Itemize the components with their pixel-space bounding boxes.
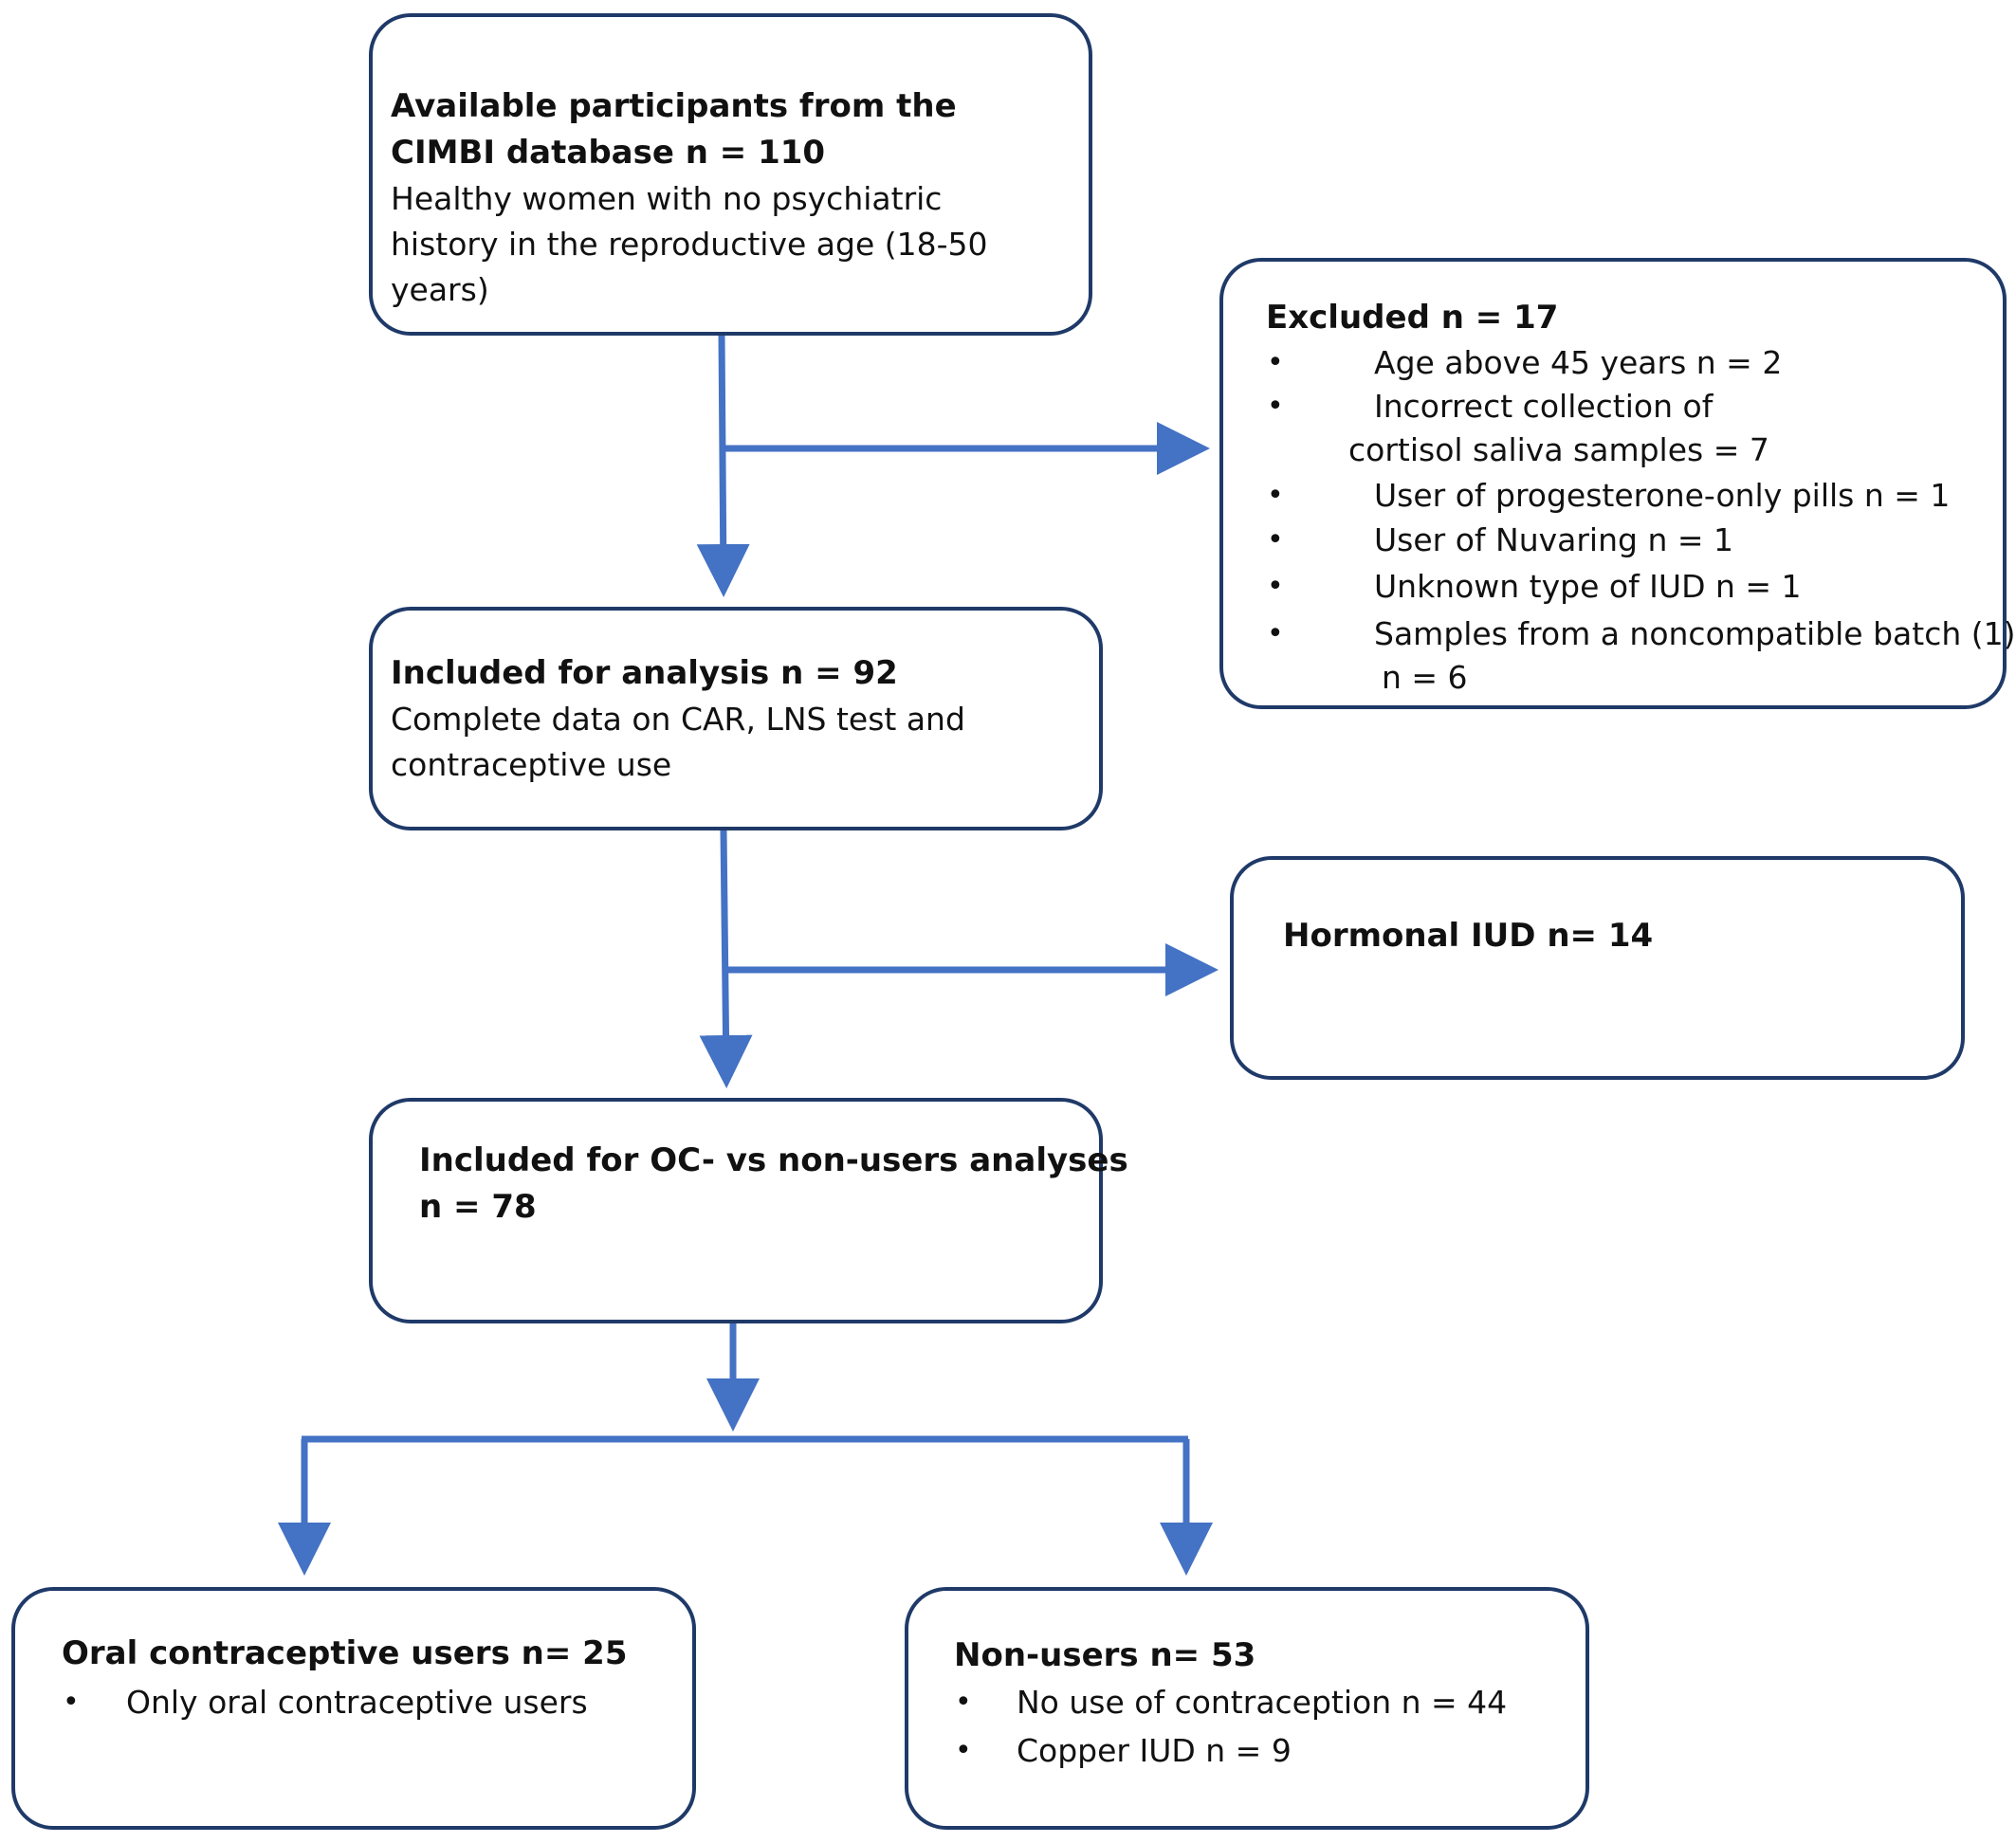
bullet-symbol: • xyxy=(1267,479,1284,512)
bullet-symbol: • xyxy=(1267,523,1284,557)
connector-included-to-oc xyxy=(699,830,753,1088)
nonusers-item-text: Copper IUD n = 9 xyxy=(1017,1732,1292,1769)
bullet-symbol: • xyxy=(955,1686,972,1719)
excluded-box: Excluded n = 17 • Age above 45 years n =… xyxy=(1219,258,2016,709)
bullet-symbol: • xyxy=(1267,570,1284,603)
bullet-symbol: • xyxy=(63,1686,80,1719)
oral-contraceptive-box: Oral contraceptive users n= 25 • Only or… xyxy=(11,1587,696,1830)
included-desc-line1: Complete data on CAR, LNS test and xyxy=(391,701,965,738)
oc-vs-nonusers-title-line1: Included for OC- vs non-users analyses xyxy=(419,1141,1128,1179)
included-desc-line2: contraceptive use xyxy=(391,746,672,783)
excluded-item-text: Age above 45 years n = 2 xyxy=(1374,344,1783,381)
excluded-item-text: Unknown type of IUD n = 1 xyxy=(1374,568,1802,605)
available-desc-line1: Healthy women with no psychiatric xyxy=(391,180,943,217)
hormonal-title: Hormonal IUD n= 14 xyxy=(1283,917,1654,955)
oc-vs-nonusers-box: Included for OC- vs non-users analyses n… xyxy=(369,1098,1128,1323)
nonusers-title: Non-users n= 53 xyxy=(954,1636,1256,1674)
excluded-item-text: User of Nuvaring n = 1 xyxy=(1374,521,1733,558)
excluded-title: Excluded n = 17 xyxy=(1266,299,1559,337)
excluded-item-text: User of progesterone-only pills n = 1 xyxy=(1374,477,1951,514)
oral-item-text: Only oral contraceptive users xyxy=(126,1684,588,1721)
available-title-line1: Available participants from the xyxy=(391,87,957,125)
available-desc-line2: history in the reproductive age (18-50 y… xyxy=(391,226,988,308)
included-title: Included for analysis n = 92 xyxy=(391,654,898,692)
oral-title: Oral contraceptive users n= 25 xyxy=(62,1634,628,1672)
excluded-item-text-cont: cortisol saliva samples = 7 xyxy=(1348,431,1769,468)
bullet-symbol: • xyxy=(955,1734,972,1767)
excluded-item-text-cont: n = 6 xyxy=(1382,659,1468,696)
included-analysis-box: Included for analysis n = 92 Complete da… xyxy=(369,607,1103,830)
nonusers-item-text: No use of contraception n = 44 xyxy=(1017,1684,1508,1721)
available-participants-box: Available participants from the CIMBI da… xyxy=(369,13,1092,336)
bullet-symbol: • xyxy=(1267,390,1284,423)
hormonal-iud-box: Hormonal IUD n= 14 xyxy=(1230,856,1965,1080)
connector-available-to-included xyxy=(696,333,750,597)
excluded-item-text: Samples from a noncompatible batch (1) xyxy=(1374,615,2016,652)
oc-vs-nonusers-title-line2: n = 78 xyxy=(419,1188,537,1226)
non-users-box: Non-users n= 53 • No use of contraceptio… xyxy=(905,1587,1589,1830)
available-title-line2: CIMBI database n = 110 xyxy=(391,134,826,172)
bullet-symbol: • xyxy=(1267,346,1284,379)
excluded-item-text: Incorrect collection of xyxy=(1374,388,1714,425)
bullet-symbol: • xyxy=(1267,617,1284,650)
